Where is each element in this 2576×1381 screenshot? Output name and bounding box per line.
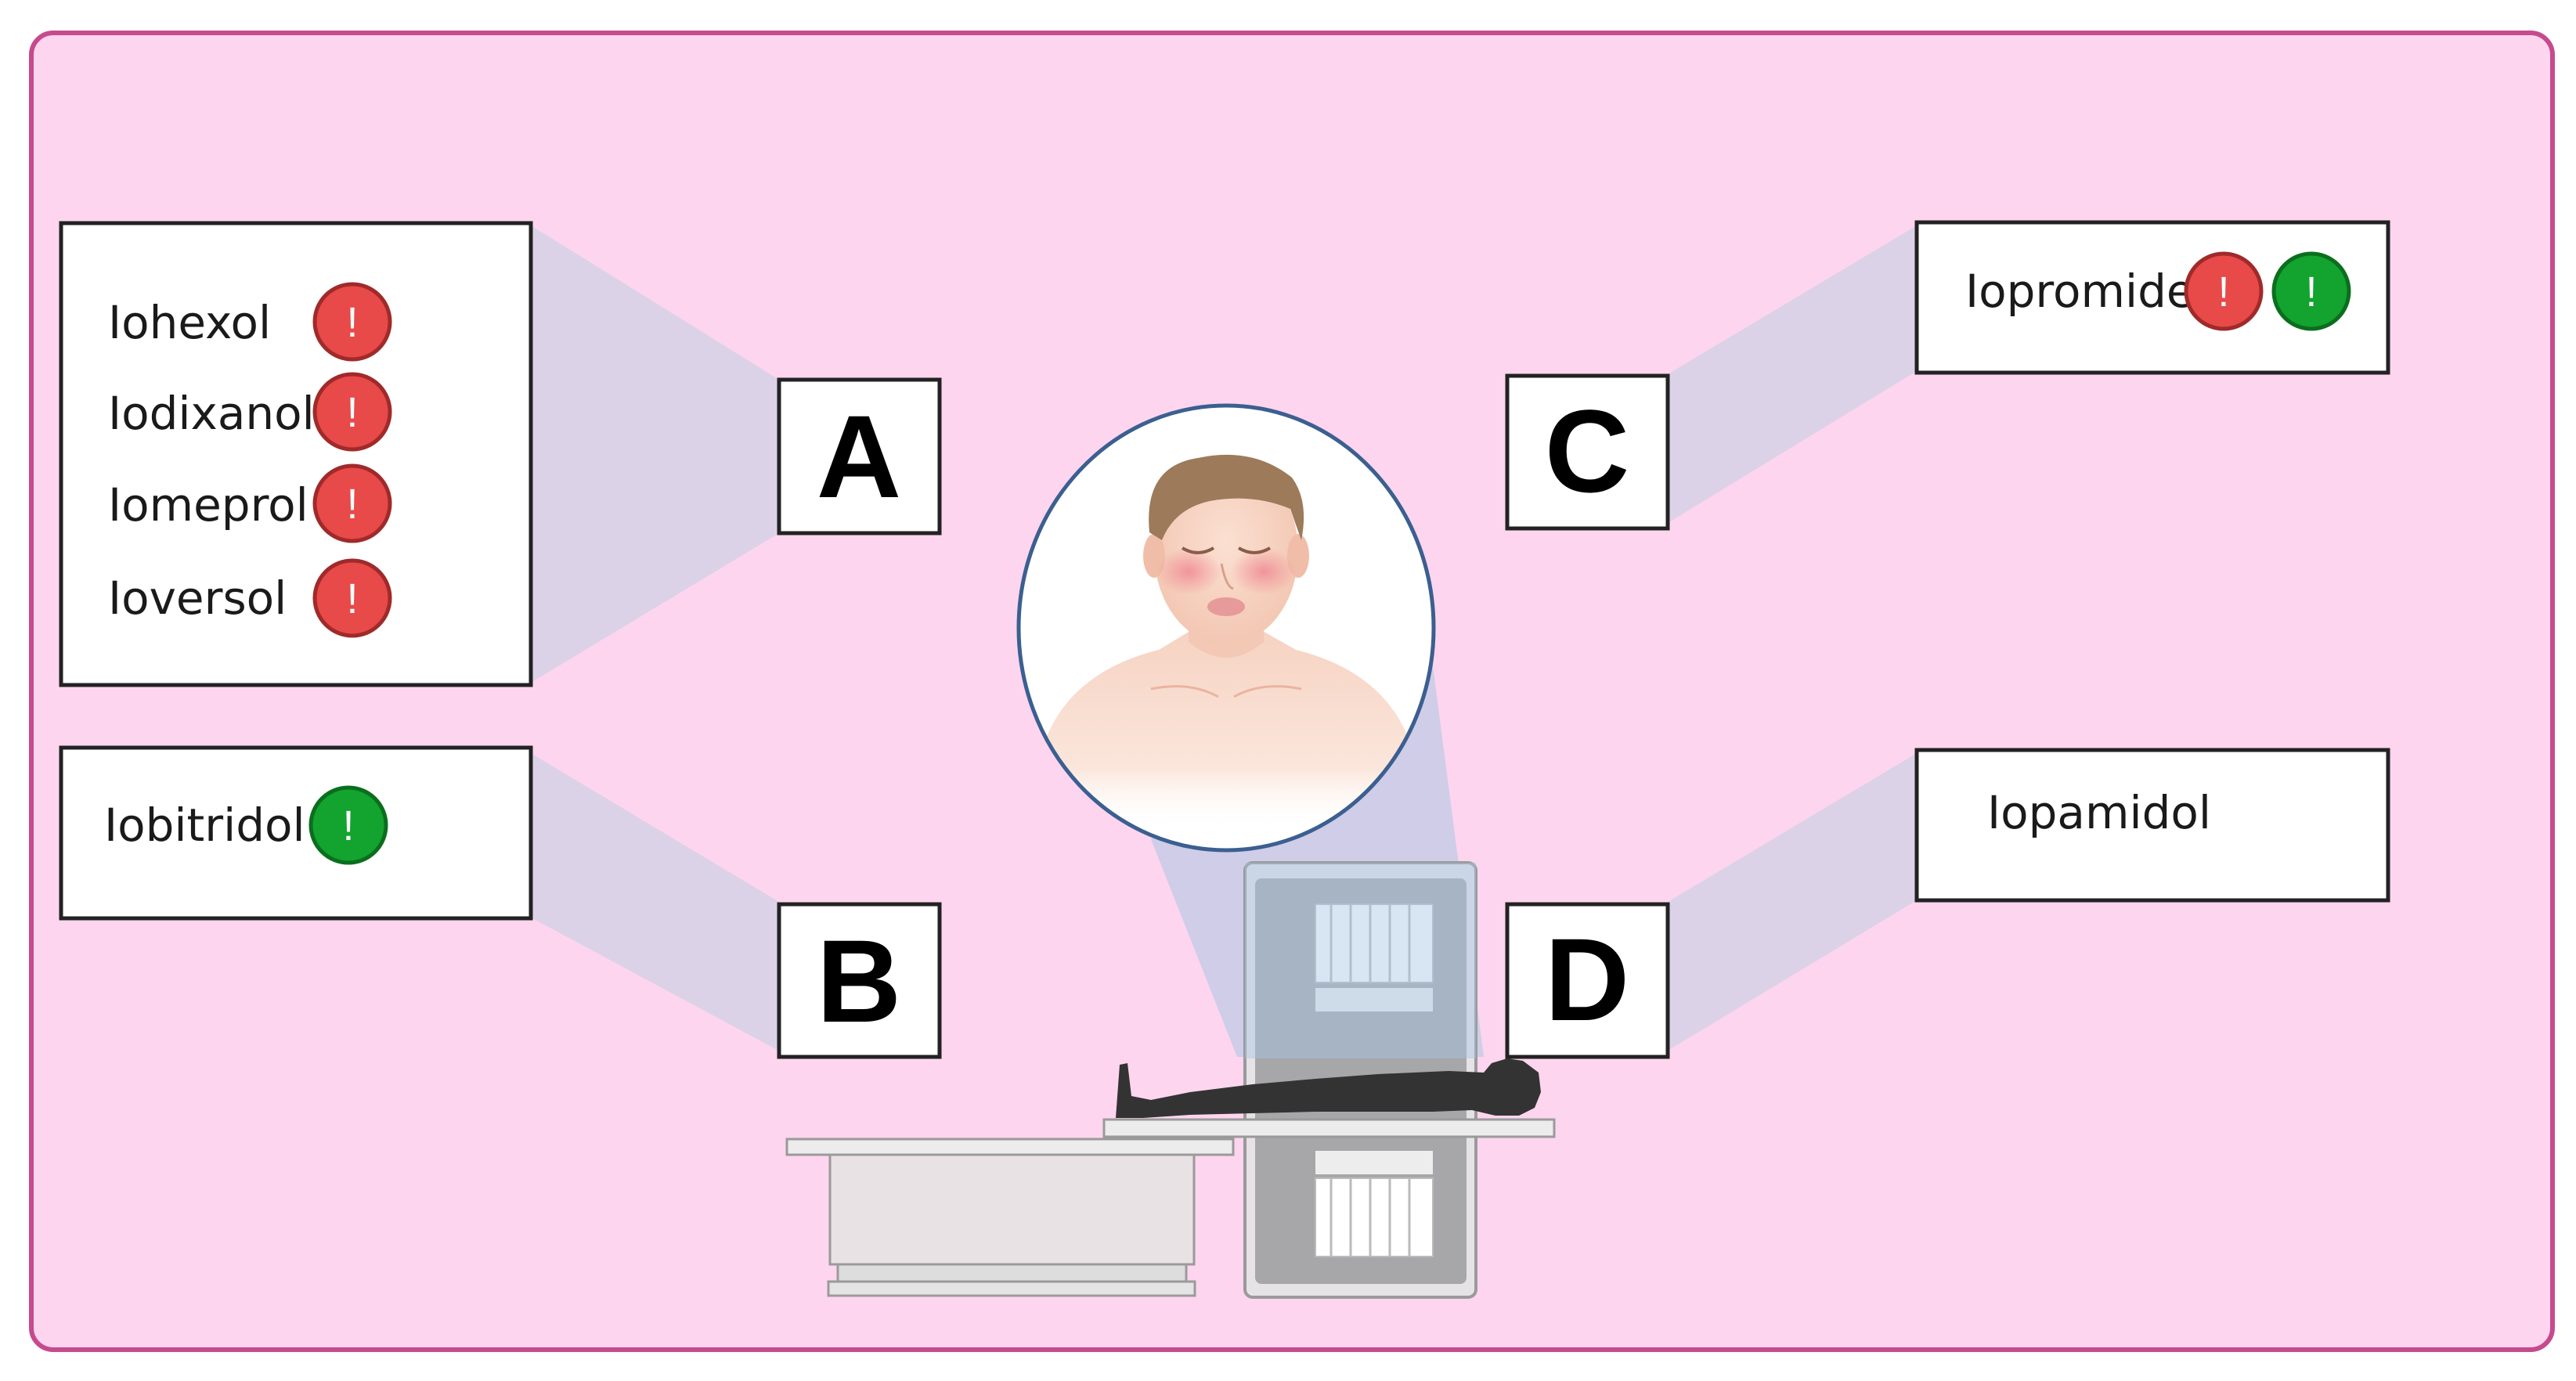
svg-text:!: !: [2217, 269, 2229, 316]
svg-text:!: !: [2305, 269, 2317, 316]
letter-box-d: [1505, 902, 1670, 1059]
letter-box-b: [777, 902, 942, 1059]
alert-red-icon: !: [312, 372, 392, 452]
face-with-rash-icon: [1016, 403, 1436, 853]
drug-label-a-1: Iodixanol: [108, 387, 315, 440]
alert-green-icon: !: [2271, 251, 2351, 331]
svg-text:!: !: [346, 481, 358, 528]
panel-b-box: [59, 745, 533, 921]
drug-label-d-0: Iopamidol: [1987, 786, 2211, 839]
svg-text:!: !: [342, 802, 354, 849]
drug-label-c-0: Iopromide: [1965, 265, 2195, 318]
connector-a: [531, 225, 783, 683]
patient-silhouette-icon: [1116, 1058, 1541, 1118]
alert-red-icon: !: [312, 463, 392, 543]
svg-text:!: !: [346, 575, 358, 622]
svg-text:!: !: [346, 389, 358, 436]
alert-green-icon: !: [308, 785, 388, 865]
letter-d: D: [1545, 914, 1629, 1045]
svg-text:!: !: [346, 299, 358, 346]
letter-box-c: [1505, 373, 1670, 531]
letter-box-a: [777, 377, 942, 535]
connector-b: [531, 753, 783, 1053]
letter-a: A: [817, 391, 901, 522]
patient-table: [785, 1118, 1556, 1297]
alert-red-icon: !: [312, 282, 392, 362]
panel-a-box: [59, 221, 533, 687]
drug-label-a-2: Iomeprol: [108, 478, 308, 532]
letter-c: C: [1545, 385, 1629, 517]
drug-label-a-0: Iohexol: [108, 296, 271, 349]
connector-d: [1668, 753, 1917, 1051]
letter-b: B: [817, 915, 901, 1047]
panel-d-box: [1914, 748, 2390, 903]
connector-c: [1668, 225, 1917, 523]
drug-label-b-0: Iobitridol: [104, 799, 305, 852]
drug-label-a-3: Ioversol: [108, 572, 287, 625]
alert-red-icon: !: [312, 558, 392, 638]
alert-red-icon: !: [2184, 251, 2264, 331]
